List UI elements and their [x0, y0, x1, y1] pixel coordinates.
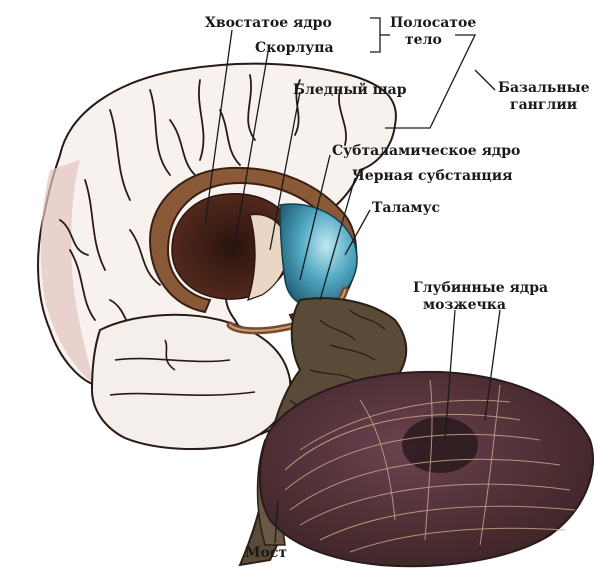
label-pons: Мост [245, 545, 287, 561]
label-deep-cerebellar-nuclei-line2: мозжечка [423, 297, 506, 313]
label-deep-cerebellar-nuclei-line1: Глубинные ядра [413, 280, 548, 296]
label-globus-pallidus: Бледный шар [293, 82, 407, 98]
temporal-lobe [92, 315, 290, 449]
label-basal-ganglia-line2: ганглии [510, 97, 577, 113]
label-caudate-nucleus: Хвостатое ядро [205, 15, 332, 31]
deep-cerebellar-nuclei [402, 417, 478, 473]
label-basal-ganglia-line1: Базальные [498, 80, 590, 96]
label-striatum-line2: тело [405, 32, 442, 48]
label-thalamus: Таламус [372, 200, 440, 216]
label-striatum-line1: Полосатое [390, 15, 476, 31]
label-putamen: Скорлупа [255, 40, 334, 56]
label-substantia-nigra: Черная субстанция [352, 168, 512, 184]
label-subthalamic-nucleus: Субталамическое ядро [332, 143, 520, 159]
